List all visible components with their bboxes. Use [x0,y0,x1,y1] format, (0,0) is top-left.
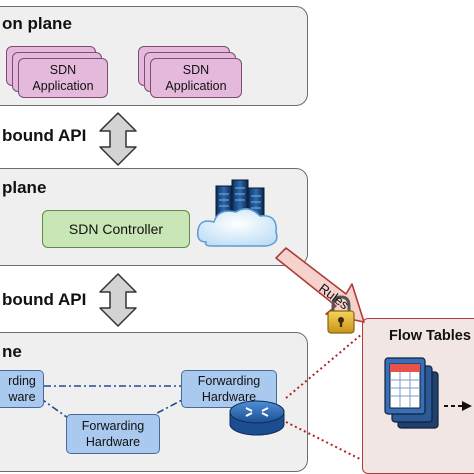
data-plane-title: ne [2,342,22,361]
cloud-server-icon [196,179,278,247]
control-plane-title: plane [2,178,47,197]
northbound-api-label: bound API [2,126,87,145]
forwarding-hardware-3-line1: Forwarding [81,419,145,433]
padlock-icon [327,295,355,334]
sdn-application-2-line2: Application [165,79,227,93]
hardware-links [39,385,183,421]
sdn-application-1-line2: Application [32,79,94,93]
southbound-api-label: bound API [2,290,87,309]
sdn-controller-box: SDN Controller [42,210,190,248]
forwarding-hardware-2-line1: Forwarding [197,374,261,388]
forwarding-hardware-3: Forwarding Hardware [66,414,160,454]
sdn-application-2-line1: SDN [182,63,210,77]
northbound-double-arrow [99,112,137,166]
forwarding-hardware-2: Forwarding Hardware [181,370,277,408]
forwarding-hardware-2-line2: Hardware [201,390,257,404]
flow-table-icon [384,357,439,429]
sdn-application-1-line1: SDN [49,63,77,77]
forwarding-hardware-3-line2: Hardware [85,435,141,449]
application-plane-title: on plane [2,14,72,33]
forwarding-hardware-1-line2: ware [8,390,36,404]
forwarding-hardware-1: rding ware [0,370,44,408]
forwarding-hardware-1-line1: rding [8,374,36,388]
flow-output-arrow [444,401,472,411]
flow-connectors [285,333,363,461]
flow-tables-title: Flow Tables [389,328,471,344]
southbound-double-arrow [99,273,137,327]
sdn-application-2: SDN Application [150,58,242,98]
sdn-application-1: SDN Application [18,58,108,98]
